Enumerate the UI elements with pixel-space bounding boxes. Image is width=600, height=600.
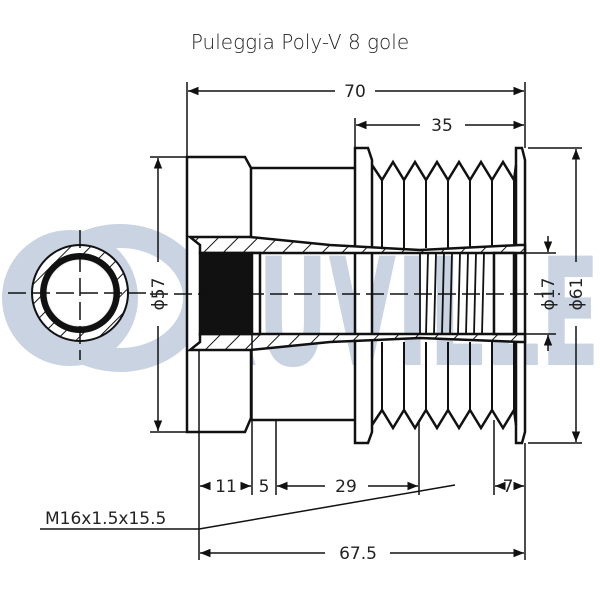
dim-flange-diameter: ϕ57 xyxy=(149,278,169,311)
dim-total-length: 67.5 xyxy=(339,544,377,564)
dim-pulley-width: 35 xyxy=(431,116,453,136)
dim-end-length: 7 xyxy=(503,477,514,497)
dim-pulley-diameter: ϕ61 xyxy=(567,278,587,311)
dim-spline-depth: 11 xyxy=(215,477,237,497)
dim-step: 5 xyxy=(259,477,270,497)
dimension-lines xyxy=(40,82,582,560)
end-view xyxy=(8,230,150,360)
dim-bore-length: 29 xyxy=(335,477,357,497)
dim-overall-length: 70 xyxy=(344,82,366,102)
thread-callout: M16x1.5x15.5 xyxy=(45,509,166,529)
dim-bore-diameter: ϕ17 xyxy=(539,278,559,311)
pulley-side-view xyxy=(185,146,527,445)
drawing-title: Puleggia Poly-V 8 gole xyxy=(190,30,410,54)
